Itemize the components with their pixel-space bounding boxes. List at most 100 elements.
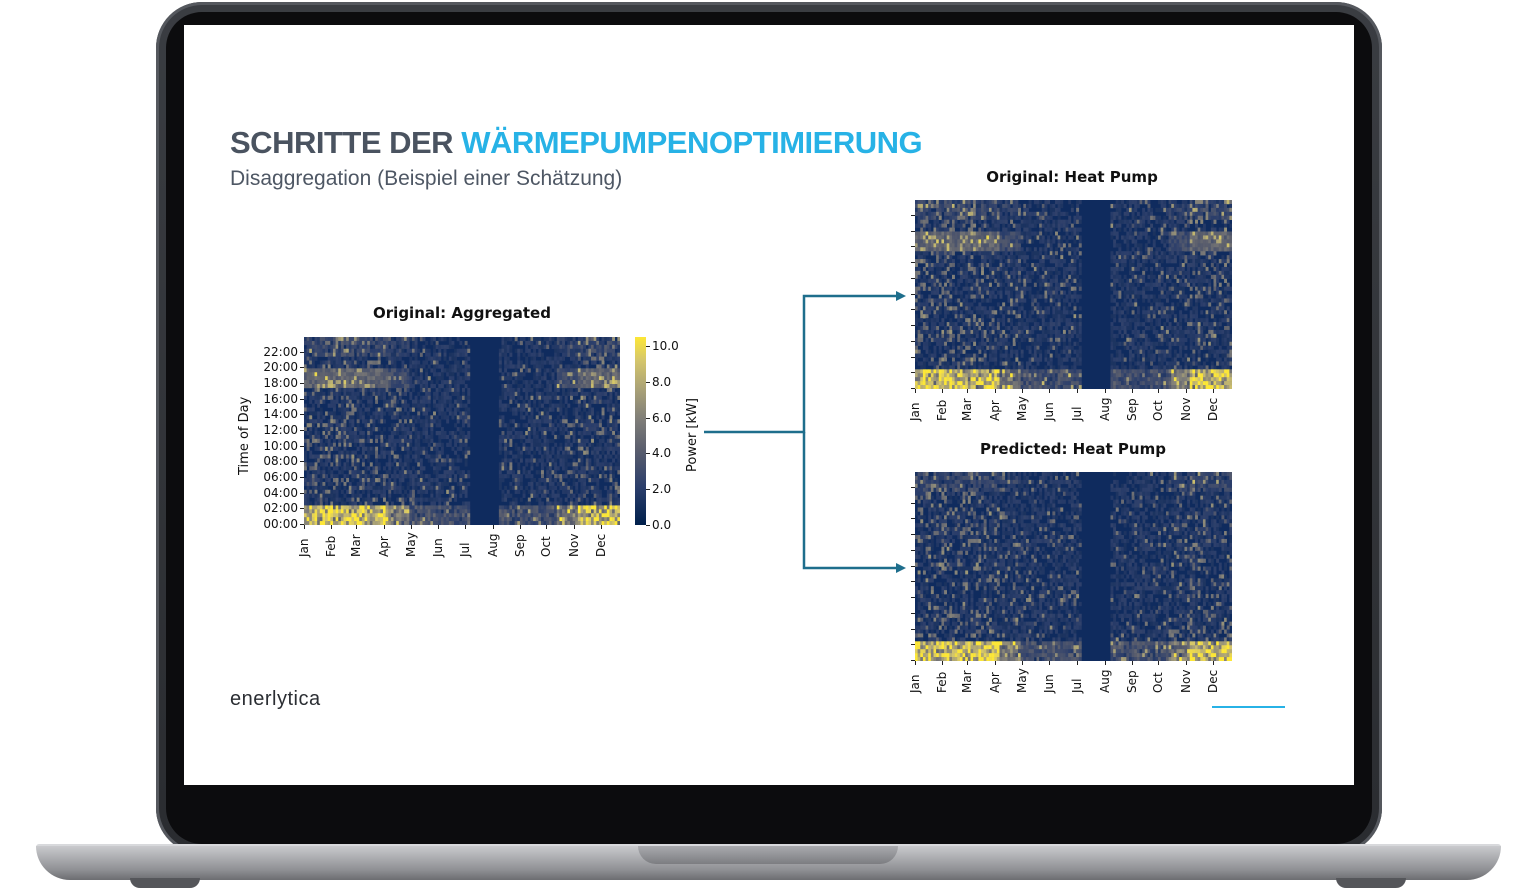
tick-mark [300,445,304,447]
accent-line [1212,706,1285,708]
tick-mark [915,661,916,665]
tick-mark [942,661,944,665]
tick-mark [911,549,915,551]
tick-mark [574,525,575,529]
y-tick-label: 10:00 [263,438,298,453]
tick-mark [300,477,304,478]
tick-mark [1076,661,1078,665]
connector-arrows [704,291,906,573]
tick-mark [646,453,650,455]
tick-mark [911,325,915,326]
colorbar-tick-label: 8.0 [652,374,672,389]
tick-mark [520,525,521,529]
tick-mark [411,525,412,529]
tick-mark [911,309,915,311]
slide-screen: SCHRITTE DER WÄRMEPUMPENOPTIMIERUNG Disa… [184,25,1354,785]
heatmap-cells [915,472,1232,661]
tick-mark [967,661,969,665]
slide-title-part2: WÄRMEPUMPENOPTIMIERUNG [461,125,923,160]
tick-mark [1022,661,1024,665]
tick-mark [1157,389,1159,393]
colorbar-tick-label: 2.0 [652,482,672,497]
heatmap-cells [304,337,620,525]
tick-mark [911,214,915,216]
tick-mark [493,525,494,529]
tick-mark [300,367,304,369]
tick-mark [300,461,304,463]
tick-mark [911,534,915,535]
y-tick-label: 16:00 [263,391,298,406]
tick-mark [1131,661,1133,665]
tick-mark [967,389,969,393]
chart-aggregated-title: Original: Aggregated [373,304,551,322]
tick-mark [1049,389,1051,393]
colorbar-tick-label: 10.0 [652,338,679,353]
tick-mark [911,612,915,614]
tick-mark [1185,661,1187,665]
tick-mark [1104,389,1106,393]
tick-mark [1212,389,1214,393]
tick-mark [911,246,915,248]
slide-subtitle: Disaggregation (Beispiel einer Schätzung… [230,167,623,190]
tick-mark [646,381,650,383]
tick-mark [300,351,304,353]
tick-mark [911,486,915,488]
arrow-to-predicted [802,432,898,570]
tick-mark [300,492,304,494]
tick-mark [384,525,385,529]
tick-mark [911,518,915,520]
y-tick-label: 20:00 [263,360,298,375]
heatmap-aggregated [304,337,620,525]
arrow-to-original [704,294,898,434]
tick-mark [911,581,915,583]
tick-mark [911,340,915,342]
colorbar-tick-label: 0.0 [652,518,672,532]
tick-mark [601,525,602,529]
tick-mark [300,508,304,510]
tick-mark [942,389,944,393]
heatmap-predicted-heatpump [915,472,1232,661]
tick-mark [1131,389,1133,393]
tick-mark [356,525,357,529]
enerlytica-logo: enerlytica [230,688,321,710]
tick-mark [911,230,915,232]
y-tick-label: 00:00 [263,517,298,531]
heatmap-cells [915,200,1232,389]
tick-mark [995,661,997,665]
slide-title: SCHRITTE DER WÄRMEPUMPENOPTIMIERUNG [230,125,923,161]
tick-mark [646,417,650,419]
y-tick-label: 04:00 [263,485,298,500]
tick-mark [1185,389,1187,393]
arrowhead-top [896,291,906,301]
tick-mark [911,356,915,358]
tick-mark [1104,661,1106,665]
tick-mark [911,262,915,263]
tick-mark [1022,389,1024,393]
y-tick-label: 08:00 [263,454,298,469]
tick-mark [911,597,915,598]
colorbar-tick-label: 6.0 [652,410,672,425]
colorbar-tick-label: 4.0 [652,446,672,461]
slide-title-part1: SCHRITTE DER [230,125,454,160]
tick-mark [438,525,439,529]
tick-mark [1157,661,1159,665]
tick-mark [911,502,915,504]
tick-mark [646,345,650,347]
tick-mark [995,389,997,393]
tick-mark [911,644,915,646]
laptop-foot-right [1336,878,1406,888]
tick-mark [915,389,916,393]
tick-mark [300,398,304,400]
laptop-foot-left [130,878,200,888]
y-tick-label: 12:00 [263,423,298,437]
tick-mark [646,525,650,526]
laptop-hinge-notch [638,846,898,864]
chart-original-heatpump-title: Original: Heat Pump [986,168,1158,186]
tick-mark [911,277,915,279]
y-tick-label: 18:00 [263,376,298,390]
tick-mark [546,525,547,529]
tick-mark [300,430,304,431]
chart-predicted-heatpump-title: Predicted: Heat Pump [980,440,1166,458]
tick-mark [646,489,650,491]
y-tick-label: 22:00 [263,344,298,359]
